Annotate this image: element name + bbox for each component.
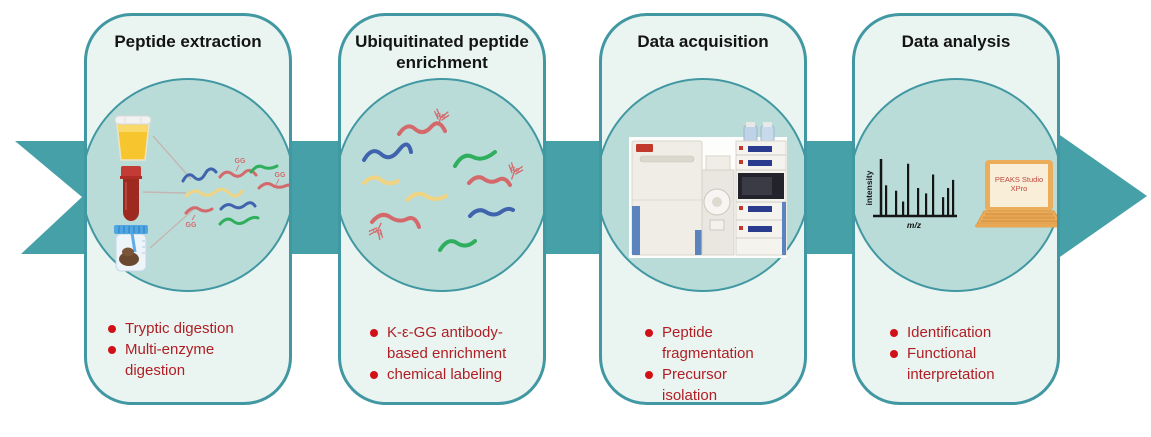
stage-card-ubiquitinated-peptide-enrichment: Ubiquitinated peptide enrichment GG [338,13,546,405]
blood-tube-icon [120,166,142,221]
svg-text:GG: GG [371,228,382,238]
laptop-screen-text: XPro [1011,184,1028,193]
bullet-text: K-ε-GG antibody-based enrichment [387,324,507,362]
urine-cup-icon [114,115,152,161]
bullet-dot [108,324,116,333]
spectrum-bar [932,174,935,215]
spectrum-bar [925,193,928,215]
spectrum-bar [902,201,905,215]
spectrum-bar [917,188,920,215]
bullet-text: Multi-enzyme digestion [125,341,215,379]
stage-bullet-list: Identification Functional interpretation [890,322,1030,385]
hplc-stack-icon [735,122,787,256]
bullet-item: Identification [890,322,1030,343]
antibody-icon: GG [508,162,524,180]
bullet-dot [370,370,378,379]
spectrum-ylabel: intensity [864,170,874,205]
samples-to-peptides-illustration: GG GG GG [114,115,289,272]
antibody-icon: GG [433,108,450,126]
bullet-item: Functional interpretation [890,343,1030,385]
svg-text:GG: GG [436,112,447,120]
peptide-squiggles [362,121,515,252]
stage-illustration-circle: intensity m/z PEAKS Studio XPro [855,78,1057,292]
bullet-text: Tryptic digestion [125,320,234,337]
stage-bullet-list: Tryptic digestion Multi-enzyme digestion [108,318,268,381]
bullet-text: Precursor isolation [662,366,728,404]
bullet-text: Functional interpretation [907,345,995,383]
stage-title: Peptide extraction [114,32,262,51]
bullet-item: chemical labeling [370,364,542,385]
svg-text:GG: GG [509,166,520,175]
spectrum-bar [952,179,955,215]
stage-title: Ubiquitinated peptide enrichment [355,32,529,72]
analysis-illustration: intensity m/z PEAKS Studio XPro [864,159,1057,230]
stage-bullet-list: K-ε-GG antibody-based enrichment chemica… [370,322,542,385]
antibody-icon: GG [368,222,384,241]
stage-title: Data analysis [901,32,1011,51]
svg-text:GG: GG [275,172,286,179]
stage-illustration-circle: GG GG GG [87,78,289,292]
spectrum-bar [942,197,945,215]
laptop-icon: PEAKS Studio XPro [975,160,1057,228]
stage-card-data-analysis: Data analysis intensity m/z PEAKS Studio… [852,13,1060,405]
peptide-squiggles [181,164,289,226]
bullet-item: K-ε-GG antibody-based enrichment [370,322,542,364]
spectrum-bar [947,188,950,215]
gg-tags: GG GG GG [186,158,286,229]
bullet-item: Multi-enzyme digestion [108,339,268,381]
bullet-dot [645,370,653,379]
bullet-dot [890,349,898,358]
bullet-item: Tryptic digestion [108,318,268,339]
bullet-item: Precursor isolation [645,364,775,404]
bullet-item: Peptide fragmentation [645,322,775,364]
lc-ms-instrument-illustration [629,122,787,258]
enriched-peptides-illustration: GG GG GG [362,108,524,252]
mass-spectrum-chart: intensity m/z [864,159,957,230]
stage-illustration-circle: GG GG GG [341,78,543,292]
mass-spectrometer-icon [631,140,703,256]
svg-text:GG: GG [235,158,246,165]
bullet-dot [108,345,116,354]
stage-title: Data acquisition [637,32,769,51]
laptop-screen-text: PEAKS Studio [995,175,1043,184]
spectrum-bar [907,163,910,215]
spectrum-bars [885,163,955,215]
connector-lines [142,135,196,249]
bullet-text: Identification [907,324,992,341]
stage-illustration-circle [602,78,804,292]
stage-bullet-list: Peptide fragmentation Precursor isolatio… [645,322,775,404]
spectrum-bar [885,185,888,215]
bullet-text: chemical labeling [387,366,503,383]
bullet-dot [890,328,898,337]
stage-card-peptide-extraction: Peptide extraction [84,13,292,405]
svg-text:GG: GG [186,222,197,229]
stool-sample-icon [114,225,148,272]
spectrum-bar [895,190,898,215]
bullet-text: Peptide fragmentation [662,324,754,362]
bullet-dot [645,328,653,337]
spectrum-xlabel: m/z [907,220,922,230]
stage-card-data-acquisition: Data acquisition [599,13,807,405]
ion-source-icon [701,155,735,256]
bullet-dot [370,328,378,337]
